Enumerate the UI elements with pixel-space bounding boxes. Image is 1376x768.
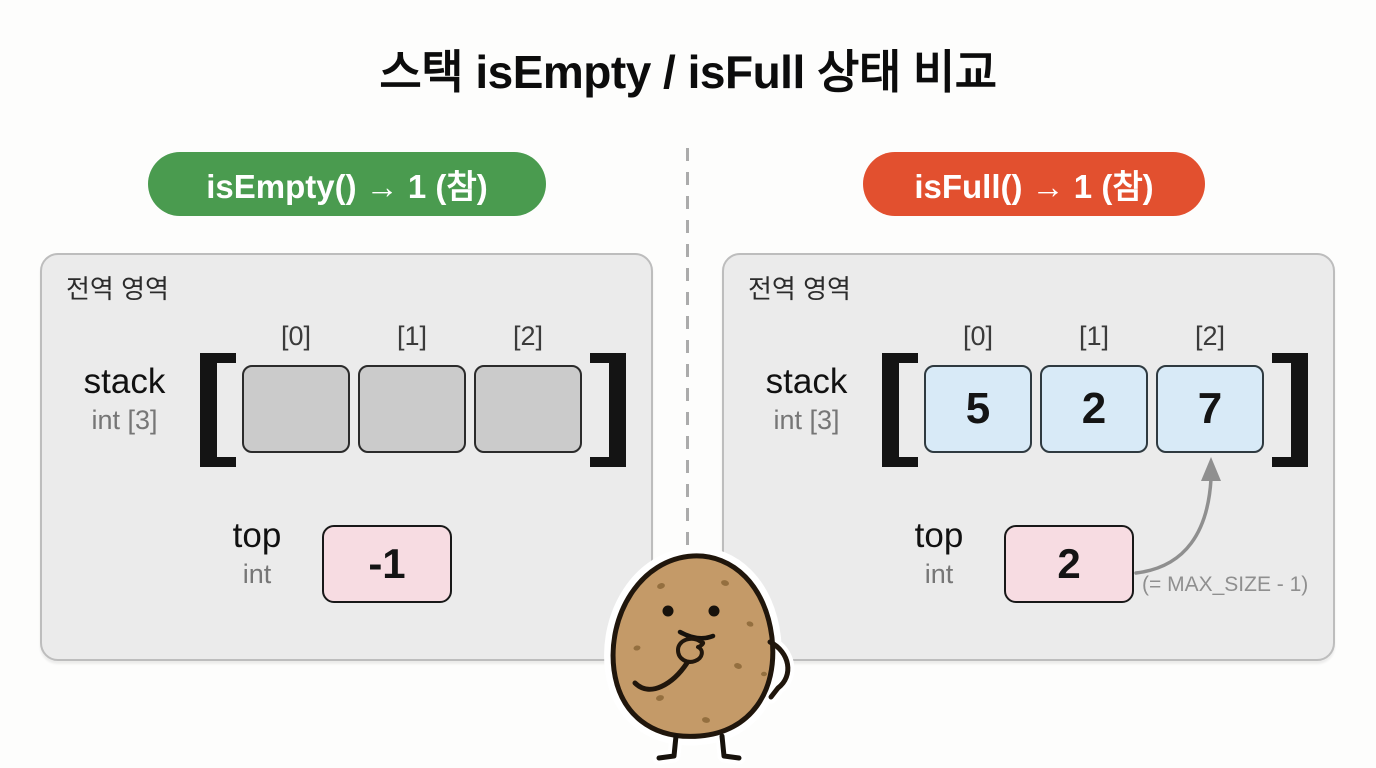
top-name-label: top [914,516,964,555]
stack-name-label: stack [83,362,166,401]
close-bracket-icon [1272,353,1308,467]
top-value-box: -1 [322,525,452,603]
isfull-result-badge: isFull() → 1 (참) [863,152,1205,216]
index-label: [2] [1194,321,1226,351]
isempty-result-badge: isEmpty() → 1 (참) [148,152,546,216]
array-cell [474,365,582,453]
global-region-panel-full: 전역 영역 stack int [3] [0] [1] [2] 5 2 7 to… [722,253,1335,661]
potato-left-arm [632,660,690,692]
array-cell: 7 [1156,365,1264,453]
index-label: [0] [280,321,312,351]
panel-label: 전역 영역 [66,274,169,304]
stack-type-label: int [3] [91,404,158,435]
global-region-panel-empty: 전역 영역 stack int [3] [0] [1] [2] top int … [40,253,653,661]
index-label: [2] [512,321,544,351]
curved-arrow-icon [1134,457,1221,575]
stack-cells-row [242,365,582,453]
stack-variable-label: stack int [3] [744,362,869,436]
page-title: 스택 isEmpty / isFull 상태 비교 [379,46,997,98]
potato-mascot [604,550,795,765]
top-type-label: int [924,558,954,589]
potato-hand [676,636,706,664]
potato-right-arm [767,639,791,700]
array-cell: 2 [1040,365,1148,453]
index-label: [1] [1078,321,1110,351]
stack-name-label: stack [765,362,848,401]
index-label-row: [0] [1] [2] [924,321,1264,352]
index-label: [1] [396,321,428,351]
index-label: [0] [962,321,994,351]
open-bracket-icon [882,353,918,467]
top-variable-label: top int [207,516,307,590]
top-value-box: 2 [1004,525,1134,603]
dashed-divider-line [686,148,689,548]
close-bracket-icon [590,353,626,467]
array-cell: 5 [924,365,1032,453]
array-cell [242,365,350,453]
stack-variable-label: stack int [3] [62,362,187,436]
max-size-annotation: (= MAX_SIZE - 1) [1142,573,1309,596]
top-type-label: int [242,558,272,589]
panel-label: 전역 영역 [748,274,851,304]
stack-type-label: int [3] [773,404,840,435]
potato-legs [656,733,742,761]
top-name-label: top [232,516,282,555]
stack-cells-row: 5 2 7 [924,365,1264,453]
array-cell [358,365,466,453]
open-bracket-icon [200,353,236,467]
potato-speckles [633,580,767,723]
top-variable-label: top int [889,516,989,590]
index-label-row: [0] [1] [2] [242,321,582,352]
